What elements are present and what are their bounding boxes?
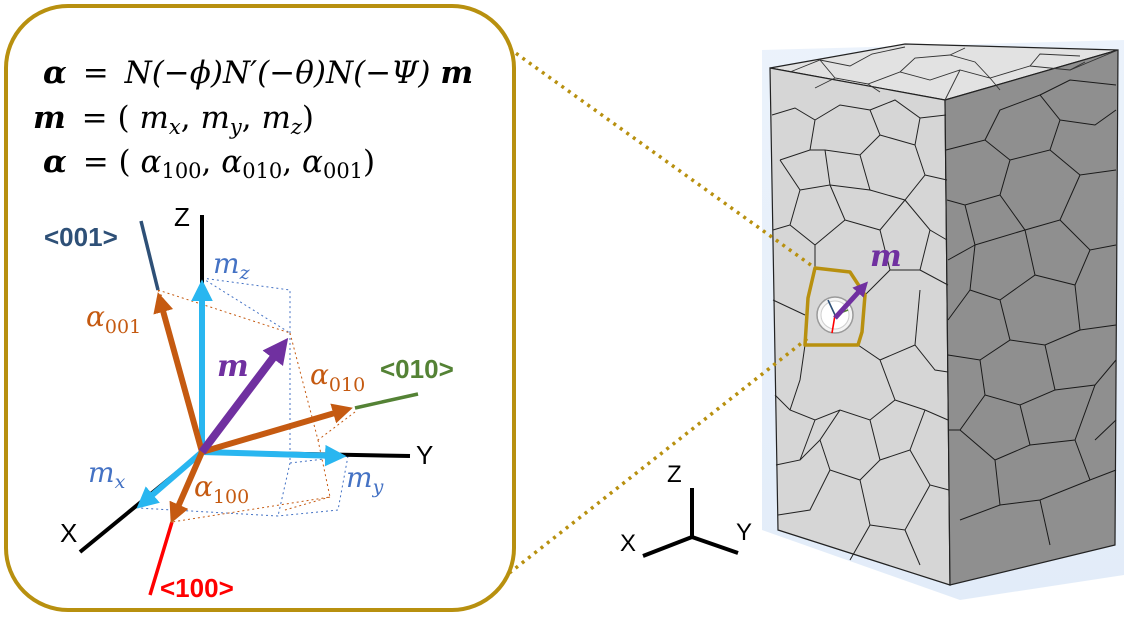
sample-m-label: m bbox=[870, 239, 902, 274]
sample-side-face bbox=[944, 49, 1119, 586]
orientation-diagram: Z Y X <001> <010> <100> m mz my mx α001 … bbox=[44, 202, 454, 603]
vector-mx-label: mx bbox=[88, 456, 126, 493]
sample-axis-x-label: X bbox=[620, 530, 636, 557]
direction-100-label: <100> bbox=[160, 573, 234, 603]
polycrystal-sample: m bbox=[762, 40, 1124, 600]
vector-alpha-010-label: α010 bbox=[310, 358, 365, 396]
vector-mz-label: mz bbox=[213, 247, 251, 284]
front-grain-boundaries bbox=[771, 99, 950, 566]
equations: α = N(−ϕ)N′(−θ)N(−Ψ) m m = ( mx, my, mz)… bbox=[33, 55, 473, 183]
direction-010-label: <010> bbox=[380, 354, 454, 384]
vector-alpha-001 bbox=[153, 292, 205, 453]
vector-alpha-100 bbox=[169, 450, 205, 524]
vector-my-label: my bbox=[346, 461, 384, 498]
vector-alpha-010 bbox=[201, 403, 353, 455]
crystal-axis-010 bbox=[354, 392, 419, 410]
top-grain-boundaries bbox=[789, 46, 1119, 101]
vector-mx bbox=[136, 449, 204, 509]
vector-my bbox=[201, 444, 347, 467]
zoom-connector-top bbox=[501, 42, 817, 270]
direction-001-label: <001> bbox=[44, 222, 118, 252]
zoom-connector-bottom bbox=[501, 336, 810, 580]
sample-axis-z-label: Z bbox=[667, 461, 682, 488]
highlighted-grain bbox=[803, 266, 867, 347]
sample-axis-y-label: Y bbox=[736, 519, 752, 546]
zoom-frame bbox=[4, 4, 516, 612]
sample-front-face bbox=[769, 67, 951, 586]
vector-m-label: m bbox=[217, 349, 249, 384]
vector-alpha-001-label: α001 bbox=[86, 300, 141, 338]
axis-x-label: X bbox=[60, 518, 77, 548]
vector-m bbox=[198, 337, 289, 455]
crystal-axis-001 bbox=[139, 220, 160, 291]
crystal-axis-100 bbox=[148, 521, 174, 596]
axis-y-label: Y bbox=[416, 440, 433, 470]
sample-lab-axes: Z X Y bbox=[620, 461, 752, 558]
vector-alpha-100-label: α100 bbox=[194, 470, 249, 508]
sample-m-arrow bbox=[833, 281, 869, 320]
equation-alpha-definition: α = N(−ϕ)N′(−θ)N(−Ψ) m bbox=[43, 55, 473, 91]
side-grain-boundaries bbox=[945, 79, 1117, 546]
axis-z-label: Z bbox=[174, 202, 190, 232]
equation-m-components: m = ( mx, my, mz) bbox=[33, 100, 314, 139]
equation-alpha-components: α = ( α100, α010, α001) bbox=[43, 144, 375, 183]
